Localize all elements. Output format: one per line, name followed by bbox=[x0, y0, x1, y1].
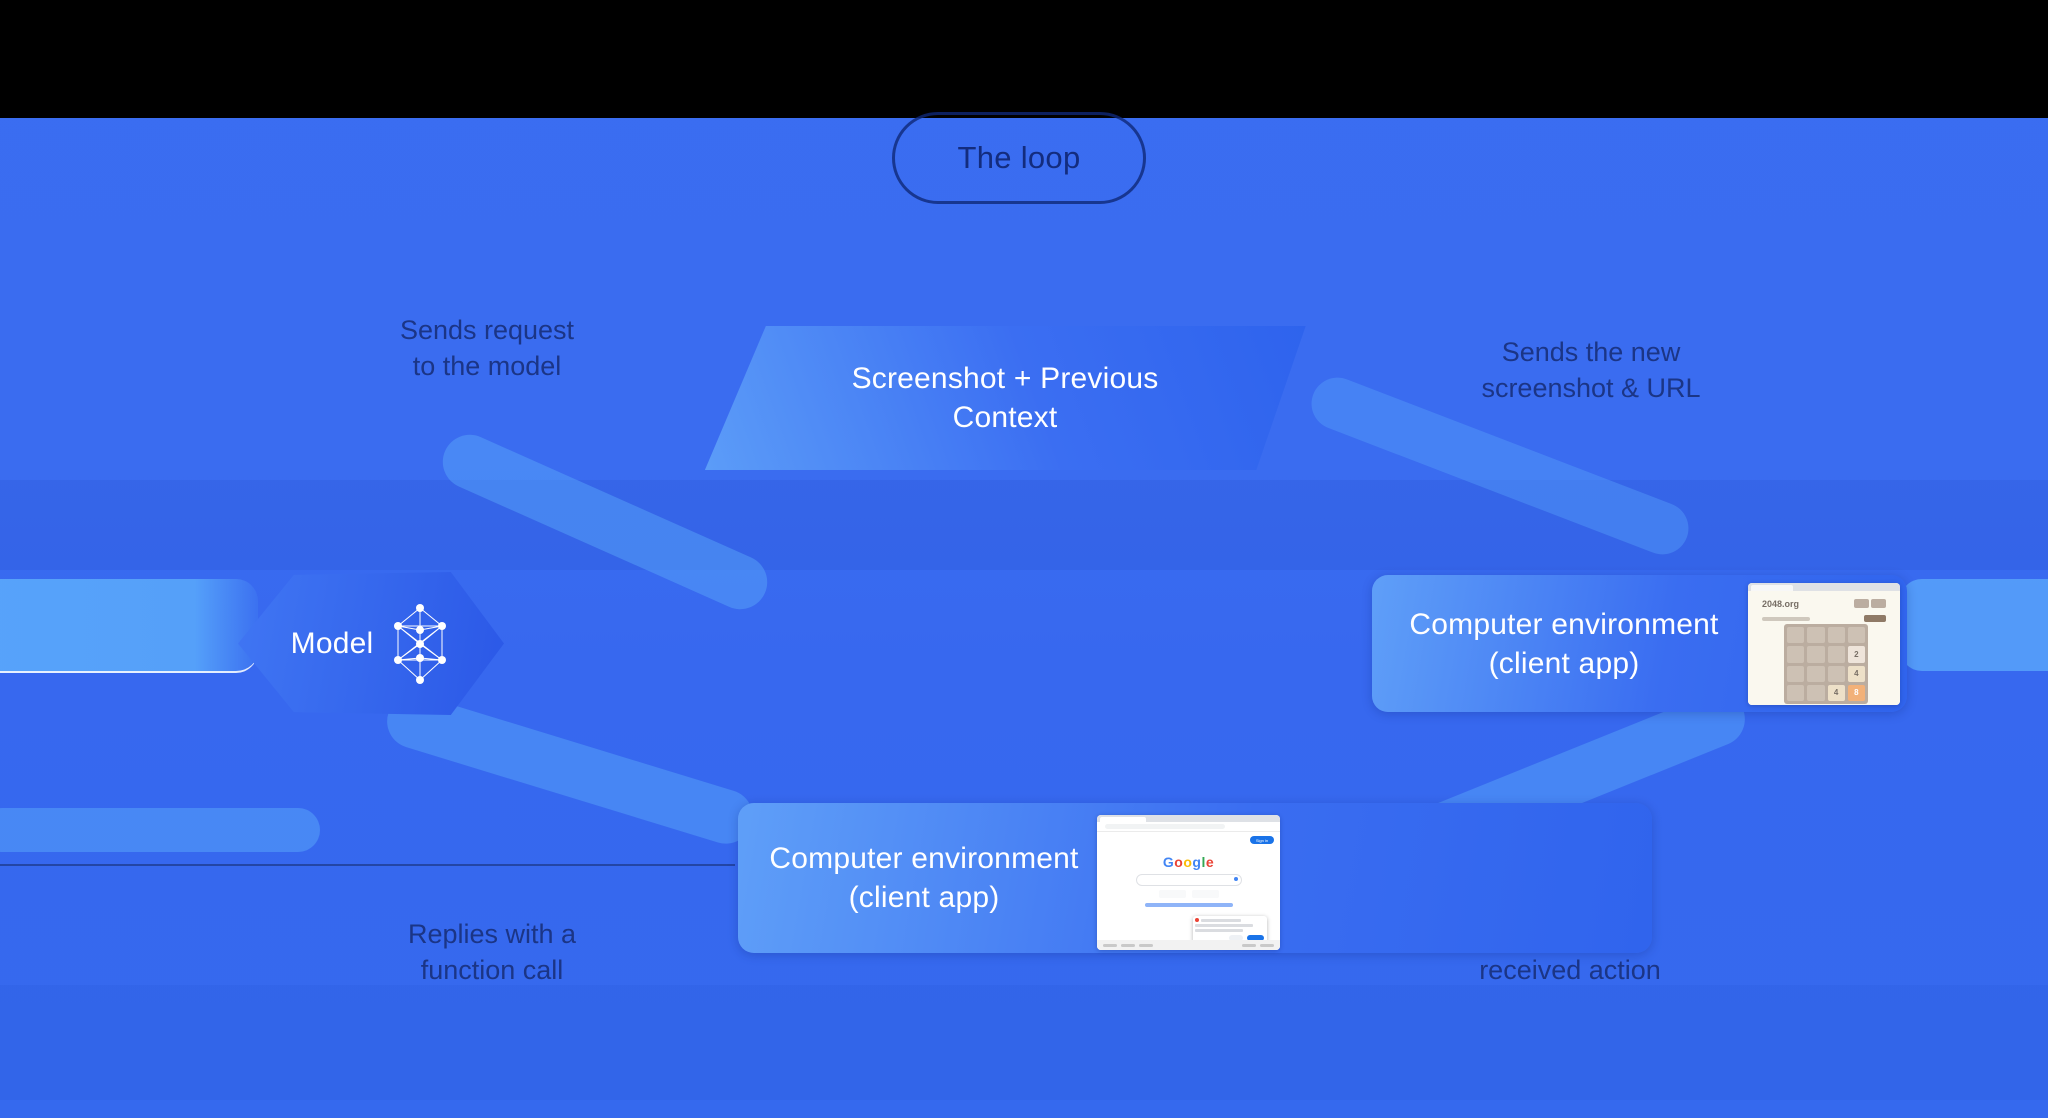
node-model: Model bbox=[238, 572, 504, 715]
edge-label-line: Sends the new bbox=[1501, 337, 1681, 367]
screenshot-google-search: Sign in Google bbox=[1097, 815, 1280, 950]
google-search-buttons bbox=[1158, 890, 1219, 898]
google-search-button[interactable] bbox=[1158, 890, 1186, 898]
empty-cell bbox=[1807, 646, 1825, 663]
edge-label-line: Replies with a bbox=[407, 919, 577, 949]
edge-label-line: screenshot & URL bbox=[1481, 373, 1701, 404]
dialog-text bbox=[1195, 924, 1253, 927]
tile-2: 2 bbox=[1847, 646, 1865, 663]
environment-label-line: (client app) bbox=[1488, 646, 1640, 680]
empty-cell bbox=[1807, 627, 1825, 644]
environment-label-line: Computer environment bbox=[769, 842, 1079, 875]
new-game-button[interactable] bbox=[1864, 615, 1886, 622]
browser-chrome bbox=[1097, 815, 1280, 822]
empty-cell bbox=[1827, 627, 1845, 644]
google-homepage: Sign in Google bbox=[1097, 832, 1280, 950]
empty-cell bbox=[1807, 665, 1825, 682]
browser-tab bbox=[1751, 585, 1793, 591]
node-screenshot-context: Screenshot + Previous Context bbox=[704, 326, 1306, 470]
environment-label: Computer environment (client app) bbox=[756, 839, 1092, 917]
edge-label-replies-function-call: Replies with a function call bbox=[327, 916, 657, 989]
score-box bbox=[1871, 599, 1886, 608]
arrow-ribbon-right-edge bbox=[1900, 579, 2048, 671]
context-node-line: Context bbox=[952, 401, 1058, 434]
google-logo-letter: g bbox=[1192, 854, 1202, 870]
feeling-lucky-button[interactable] bbox=[1191, 890, 1219, 898]
node-computer-environment-right: Computer environment (client app) 2048.o… bbox=[1372, 575, 1907, 712]
divider-line bbox=[0, 864, 735, 866]
title-badge: The loop bbox=[892, 112, 1146, 204]
language-links[interactable] bbox=[1144, 903, 1233, 907]
sign-in-dialog bbox=[1193, 916, 1267, 944]
dialog-text bbox=[1195, 929, 1243, 932]
footer-link[interactable] bbox=[1139, 943, 1153, 947]
google-logo-letter: o bbox=[1174, 854, 1184, 870]
browser-chrome bbox=[1748, 583, 1900, 591]
dialog-dismiss-button[interactable] bbox=[1229, 935, 1243, 941]
address-bar[interactable] bbox=[1097, 822, 1280, 832]
score-box bbox=[1854, 599, 1869, 608]
empty-cell bbox=[1787, 684, 1805, 701]
url-field[interactable] bbox=[1105, 824, 1225, 829]
empty-cell bbox=[1847, 627, 1865, 644]
environment-label-line: Computer environment bbox=[1409, 607, 1719, 641]
dialog-sign-in-button[interactable] bbox=[1247, 935, 1264, 941]
empty-cell bbox=[1827, 646, 1845, 663]
empty-cell bbox=[1827, 665, 1845, 682]
edge-label-line: to the model bbox=[412, 351, 562, 382]
google-footer bbox=[1097, 940, 1280, 950]
node-computer-environment-bottom: Computer environment (client app) Sign i… bbox=[738, 803, 1652, 953]
google-logo-letter: G bbox=[1162, 854, 1175, 870]
arrow-ribbon-into-model bbox=[0, 579, 258, 673]
google-search-box[interactable] bbox=[1135, 874, 1242, 886]
tile-8: 8 bbox=[1847, 684, 1865, 701]
2048-subtext bbox=[1762, 617, 1810, 621]
background-band bbox=[0, 480, 2048, 570]
mic-icon[interactable] bbox=[1233, 877, 1238, 881]
edge-label-sends-request: Sends request to the model bbox=[322, 312, 652, 385]
google-logo: Google bbox=[1097, 854, 1280, 870]
neural-network-icon bbox=[394, 603, 447, 684]
google-logo-letter: l bbox=[1201, 854, 1206, 870]
footer-link[interactable] bbox=[1103, 943, 1117, 947]
title-badge-label: The loop bbox=[957, 140, 1081, 175]
arrow-ribbon-left-sweep bbox=[0, 808, 320, 852]
footer-link[interactable] bbox=[1260, 943, 1274, 947]
tile-4: 4 bbox=[1827, 684, 1845, 701]
edge-label-sends-screenshot: Sends the new screenshot & URL bbox=[1426, 334, 1756, 407]
background-band bbox=[0, 985, 2048, 1100]
edge-label-line: Sends request bbox=[399, 315, 575, 345]
empty-cell bbox=[1787, 627, 1805, 644]
edge-label-line: function call bbox=[420, 955, 564, 986]
2048-site-title: 2048.org bbox=[1762, 599, 1800, 609]
sign-in-button[interactable]: Sign in bbox=[1250, 836, 1274, 844]
top-black-bar bbox=[0, 0, 2048, 118]
tile-4: 4 bbox=[1847, 665, 1865, 682]
google-dialog-icon bbox=[1195, 918, 1199, 922]
browser-tab bbox=[1100, 817, 1146, 822]
google-logo-letter: e bbox=[1205, 854, 1215, 870]
empty-cell bbox=[1807, 684, 1825, 701]
dialog-text bbox=[1201, 918, 1241, 922]
context-node-line: Screenshot + Previous bbox=[851, 362, 1159, 395]
model-label: Model bbox=[290, 626, 374, 660]
edge-label-line: received action bbox=[1479, 955, 1661, 986]
footer-link[interactable] bbox=[1242, 943, 1256, 947]
2048-score-boxes bbox=[1852, 595, 1886, 613]
google-logo-letter: o bbox=[1183, 854, 1193, 870]
environment-label: Computer environment (client app) bbox=[1384, 605, 1744, 683]
environment-label-line: (client app) bbox=[848, 881, 1000, 914]
empty-cell bbox=[1787, 665, 1805, 682]
footer-link[interactable] bbox=[1121, 943, 1135, 947]
empty-cell bbox=[1787, 646, 1805, 663]
